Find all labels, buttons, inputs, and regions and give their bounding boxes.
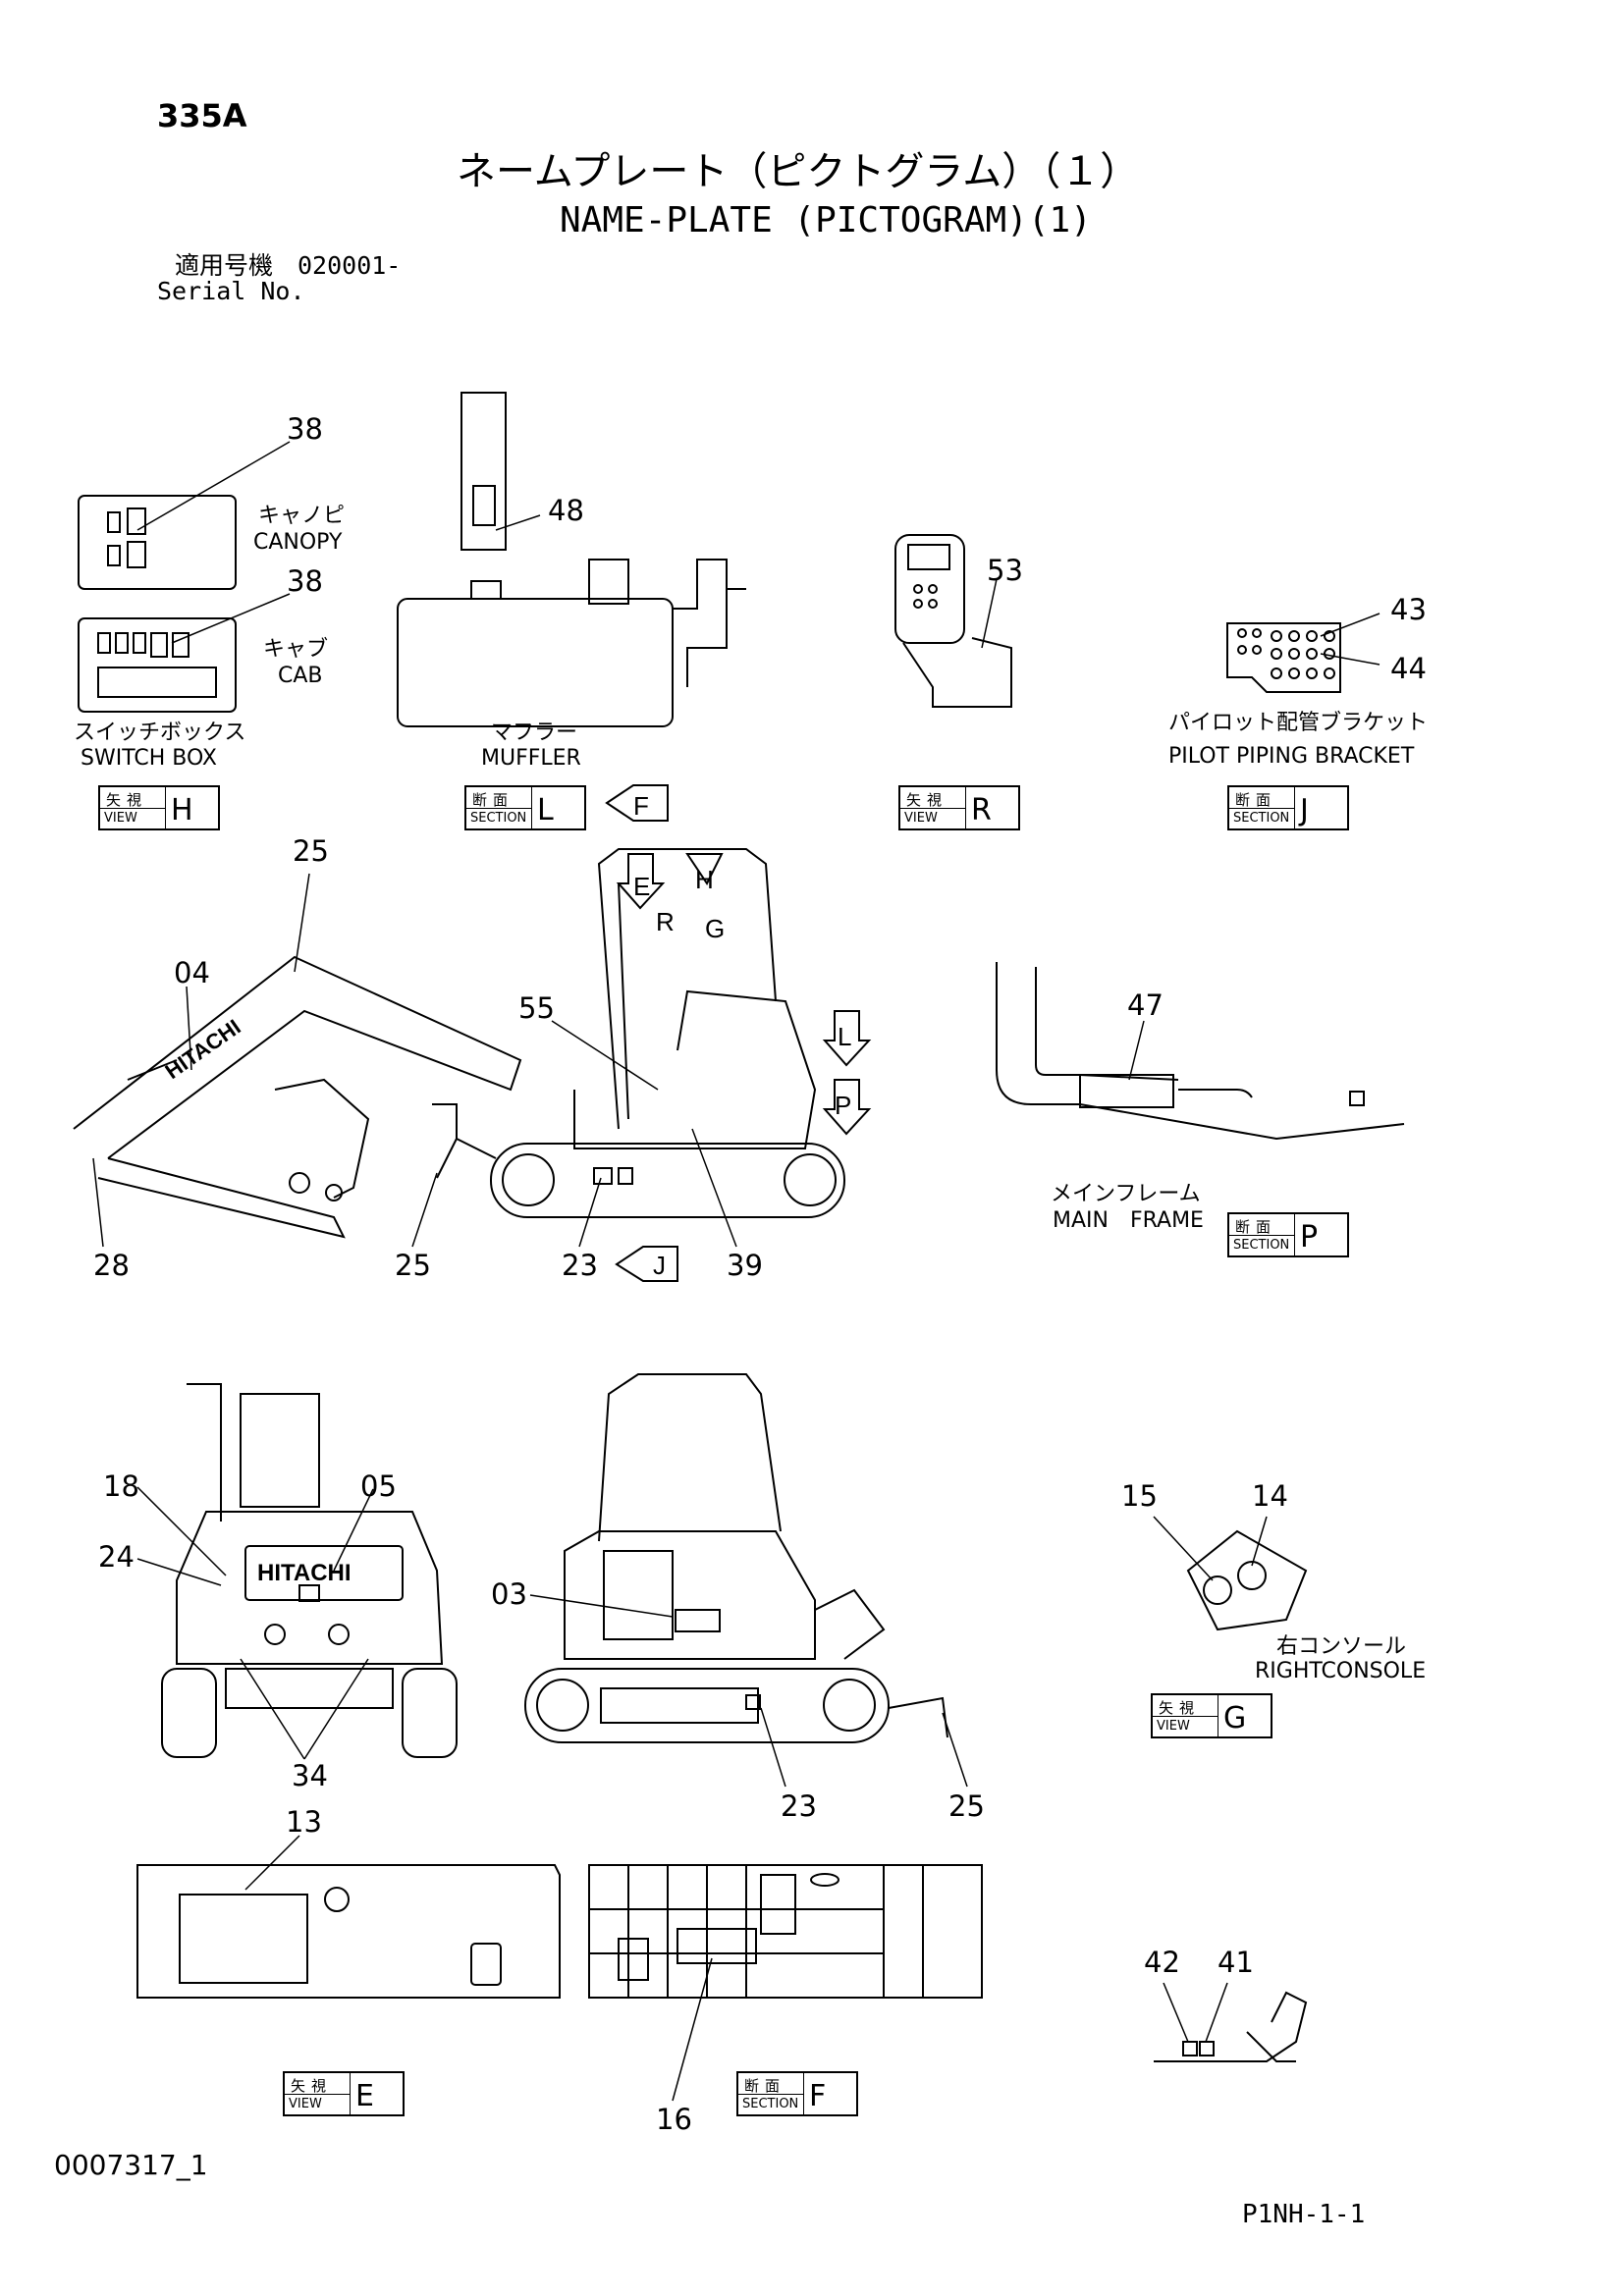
muffler (397, 392, 746, 727)
excavator-side-view-left (524, 1373, 948, 1743)
callout-24: 24 (98, 1540, 135, 1574)
title-japanese: ネームプレート（ピクトグラム）（１） (457, 149, 1140, 194)
section-letter-f: F (809, 2079, 827, 2113)
label-rightconsole-jp: 右コンソール (1276, 1634, 1407, 1659)
panel-section-f (588, 1864, 983, 1999)
callout-23a: 23 (562, 1249, 598, 1282)
callout-25b: 25 (395, 1249, 431, 1282)
arrow-letter-r: R (656, 907, 675, 936)
arrow-letter-h: H (695, 865, 714, 894)
callout-03: 03 (491, 1577, 527, 1611)
main-frame (996, 962, 1405, 1141)
callout-48: 48 (548, 494, 584, 527)
panel-view-e (136, 1864, 561, 1999)
callout-41: 41 (1218, 1946, 1254, 1979)
title-english: NAME-PLATE (PICTOGRAM)(1) (560, 200, 1092, 240)
view-letter-g: G (1223, 1701, 1247, 1735)
excavator-side-view (73, 848, 845, 1239)
view-letter-e: E (355, 2079, 374, 2113)
section-box-p: 断面 SECTION P (1227, 1212, 1349, 1257)
callout-53: 53 (987, 554, 1023, 587)
section-box-l: 断面 SECTION L (464, 785, 586, 830)
direction-arrows (605, 784, 872, 1282)
callout-25c: 25 (948, 1789, 985, 1823)
callout-34: 34 (292, 1759, 328, 1792)
label-pilot-jp: パイロット配管ブラケット (1168, 711, 1429, 735)
callout-05: 05 (360, 1469, 397, 1503)
callout-38a: 38 (287, 412, 323, 446)
leader-lines (92, 441, 1380, 2102)
section-letter-l: L (537, 793, 554, 828)
view-box-e: 矢視 VIEW E (283, 2071, 405, 2116)
callout-55: 55 (518, 991, 555, 1025)
arrow-letter-p: P (835, 1091, 851, 1120)
callout-28: 28 (93, 1249, 130, 1282)
label-pilot-en: PILOT PIPING BRACKET (1168, 744, 1415, 769)
view-box-h: 矢視 VIEW H (98, 785, 220, 830)
serial-label-japanese: 適用号機 020001- (175, 251, 402, 280)
section-box-j: 断面 SECTION J (1227, 785, 1349, 830)
label-cab-jp: キャブ (263, 637, 329, 662)
callout-04: 04 (174, 956, 210, 989)
callout-39: 39 (727, 1249, 763, 1282)
view-box-g: 矢視 VIEW G (1151, 1693, 1272, 1738)
view-box-r: 矢視 VIEW R (898, 785, 1020, 830)
callout-47: 47 (1127, 988, 1164, 1022)
callout-44: 44 (1390, 652, 1427, 685)
arrow-letter-l: L (838, 1022, 851, 1051)
brand-text-boom: HITACHI (161, 1014, 245, 1084)
arrow-letter-g: G (705, 914, 725, 943)
view-letter-r: R (971, 793, 992, 828)
callout-15: 15 (1121, 1479, 1158, 1513)
right-console (1186, 1529, 1308, 1631)
label-muffler-en: MUFFLER (481, 746, 581, 771)
label-canopy-jp: キャノピ (258, 504, 346, 528)
excavator-rear-view (161, 1383, 458, 1758)
switch-box-canopy (78, 495, 237, 590)
arrow-letter-e: E (633, 872, 650, 901)
bracket-detail (1154, 1991, 1308, 2062)
view-letter-h: H (171, 793, 193, 828)
callout-38b: 38 (287, 564, 323, 598)
label-cab-en: CAB (278, 664, 323, 688)
footer-drawing-number: 0007317_1 (54, 2149, 208, 2181)
footer-page-code: P1NH-1-1 (1242, 2200, 1366, 2229)
label-muffler-jp: マフラー (491, 721, 578, 745)
arrow-letter-f: F (633, 791, 649, 821)
pilot-piping-bracket (1226, 622, 1341, 693)
callout-18: 18 (103, 1469, 139, 1503)
brand-text-rear: HITACHI (257, 1560, 352, 1586)
callout-25a: 25 (293, 834, 329, 868)
label-switchbox-jp: スイッチボックス (74, 721, 246, 745)
callout-16: 16 (656, 2103, 692, 2136)
label-mainframe-en: MAIN FRAME (1053, 1208, 1204, 1233)
section-letter-p: P (1300, 1220, 1319, 1255)
callout-23b: 23 (781, 1789, 817, 1823)
drawing-code: 335A (157, 97, 247, 134)
arrow-letter-j: J (653, 1251, 666, 1280)
callout-43: 43 (1390, 593, 1427, 626)
label-mainframe-jp: メインフレーム (1051, 1182, 1201, 1206)
label-canopy-en: CANOPY (253, 530, 343, 555)
callout-13: 13 (286, 1805, 322, 1839)
section-box-f: 断面 SECTION F (736, 2071, 858, 2116)
switch-box-cab (78, 617, 237, 713)
section-letter-j: J (1300, 793, 1309, 828)
label-switchbox-en: SWITCH BOX (81, 746, 217, 771)
serial-label-english: Serial No. (157, 277, 305, 305)
monitor-console (894, 534, 1012, 708)
callout-14: 14 (1252, 1479, 1288, 1513)
callout-42: 42 (1144, 1946, 1180, 1979)
label-rightconsole-en: RIGHTCONSOLE (1255, 1659, 1427, 1683)
